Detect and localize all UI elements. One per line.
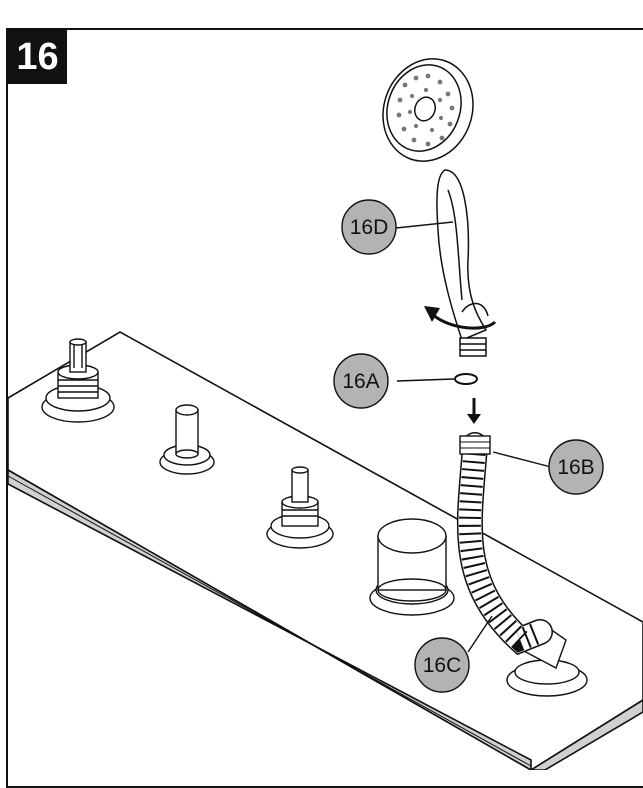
callout-16b: 16B bbox=[548, 439, 604, 495]
spout-base bbox=[369, 518, 455, 616]
right-valve bbox=[266, 466, 334, 549]
step-number-badge: 16 bbox=[8, 30, 67, 84]
callout-16a: 16A bbox=[333, 353, 389, 409]
callout-label: 16D bbox=[350, 216, 389, 239]
diverter-valve bbox=[159, 404, 215, 475]
callout-label: 16A bbox=[342, 370, 379, 393]
callout-16c: 16C bbox=[414, 637, 470, 693]
left-valve bbox=[41, 338, 115, 423]
leader-lines bbox=[395, 221, 552, 653]
callout-label: 16B bbox=[557, 456, 594, 479]
washer bbox=[454, 373, 478, 385]
rotate-arrow-icon bbox=[424, 306, 497, 330]
tub-deck bbox=[7, 331, 643, 770]
callout-16d: 16D bbox=[341, 199, 397, 255]
callout-label: 16C bbox=[423, 654, 462, 677]
down-arrow-icon bbox=[467, 398, 481, 424]
assembly-diagram: 16D 16A 16B 16C bbox=[7, 58, 643, 770]
hand-shower bbox=[382, 58, 489, 357]
flex-hose bbox=[456, 432, 553, 656]
